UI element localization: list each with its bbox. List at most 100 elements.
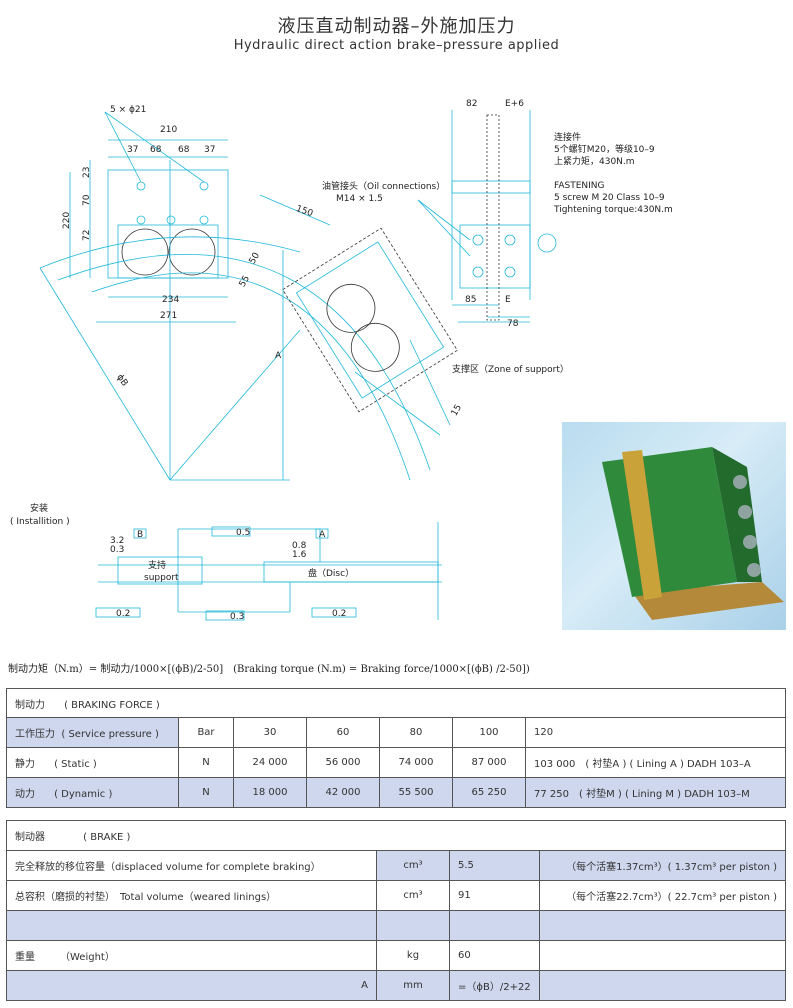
unit-cell: kg xyxy=(376,940,450,971)
roughness-08: 0.8 xyxy=(292,541,307,551)
table-row xyxy=(6,910,786,941)
roughness-32: 3.2 xyxy=(110,536,124,546)
dim-15: 15 xyxy=(450,403,464,418)
value-cell: 65 250 xyxy=(452,777,526,808)
unit-cell: N xyxy=(178,747,234,778)
dim-E: E xyxy=(505,295,511,305)
value-cell: 55 500 xyxy=(379,777,453,808)
braking-force-cn: 制动力 xyxy=(15,699,45,711)
value-cell: 24 000 xyxy=(233,747,307,778)
fastening-en-2: 5 screw M 20 Class 10–9 xyxy=(554,193,665,203)
value-cell: 87 000 xyxy=(452,747,526,778)
unit-cell: cm³ xyxy=(376,880,450,911)
dim-37b: 37 xyxy=(204,145,215,155)
side-view xyxy=(417,110,557,323)
parallel-a: 0.2 xyxy=(332,609,346,619)
value-cell: 103 000 ( 衬垫A ) ( Lining A ) DADH 103–A xyxy=(525,747,786,778)
value-cell: 74 000 xyxy=(379,747,453,778)
row-label: 完全释放的移位容量（displaced volume for complete … xyxy=(6,850,377,881)
roughness-03: 0.3 xyxy=(110,545,124,555)
product-photo xyxy=(562,422,786,630)
datum-a: A xyxy=(319,530,326,540)
table-row: 完全释放的移位容量（displaced volume for complete … xyxy=(6,850,786,881)
note-cell: （每个活塞1.37cm³）( 1.37cm³ per piston ) xyxy=(539,850,786,881)
roughness-16: 1.6 xyxy=(292,550,307,560)
brake-table: 制动器 ( BRAKE ) 完全释放的移位容量（displaced volume… xyxy=(6,820,786,1001)
brake-cn: 制动器 xyxy=(15,832,45,843)
value-cell: 120 xyxy=(525,717,786,748)
dim-holes: 5 × ϕ21 xyxy=(110,105,146,115)
row-label xyxy=(6,910,377,941)
install-en: ( Installition ) xyxy=(10,517,70,527)
fastening-cn-1: 连接件 xyxy=(554,131,581,143)
value-cell: 60 xyxy=(449,940,540,971)
dim-E6: E+6 xyxy=(505,99,524,109)
dim-68a: 68 xyxy=(150,145,162,155)
dim-234: 234 xyxy=(162,295,179,305)
dim-85: 85 xyxy=(465,295,476,305)
page-subtitle: Hydraulic direct action brake–pressure a… xyxy=(233,38,560,53)
unit-cell xyxy=(376,910,450,941)
dim-150: 150 xyxy=(295,204,315,219)
note-cell xyxy=(539,940,786,971)
dim-271: 271 xyxy=(160,311,177,321)
note-cell: （每个活塞22.7cm³）( 22.7cm³ per piston ) xyxy=(539,880,786,911)
table-row: 工作压力 ( Service pressure ) Bar 30 60 80 1… xyxy=(6,717,786,748)
unit-cell: N xyxy=(178,777,234,808)
dim-A: A xyxy=(275,351,282,361)
dim-78: 78 xyxy=(507,319,519,329)
parallel-b: 0.2 xyxy=(116,609,130,619)
value-cell: 30 xyxy=(233,717,307,748)
datum-b: B xyxy=(137,530,143,540)
row-label-en: ( Dynamic ) xyxy=(54,789,113,800)
oil-connections-label: 油管接头（Oil connections） xyxy=(322,180,445,192)
value-cell: 77 250 ( 衬垫M ) ( Lining M ) DADH 103–M xyxy=(525,777,786,808)
dim-82: 82 xyxy=(466,99,477,109)
note-cell xyxy=(539,910,786,941)
row-label-cn: 静力 xyxy=(15,759,35,770)
unit-cell: Bar xyxy=(178,717,234,748)
table-row: 动力 ( Dynamic ) N 18 000 42 000 55 500 65… xyxy=(6,777,786,808)
value-cell: 42 000 xyxy=(306,777,380,808)
dim-210: 210 xyxy=(160,125,177,135)
dim-23: 23 xyxy=(82,167,92,178)
brake-en: ( BRAKE ) xyxy=(83,832,131,843)
support-cn: 支持 xyxy=(148,559,166,571)
row-label: 总容积（磨损的衬垫） Total volume（weared linings） xyxy=(6,880,377,911)
unit-cell: mm xyxy=(376,970,450,1001)
fastening-cn-3: 上紧力矩，430N.m xyxy=(554,155,635,167)
dim-68b: 68 xyxy=(178,145,190,155)
value-cell: 56 000 xyxy=(306,747,380,778)
install-cn: 安装 xyxy=(30,502,48,514)
row-label-cn: 动力 xyxy=(15,789,35,800)
disc-label: 盘（Disc） xyxy=(308,567,354,579)
table-row: 静力 ( Static ) N 24 000 56 000 74 000 87 … xyxy=(6,747,786,778)
value-cell: 5.5 xyxy=(449,850,540,881)
value-cell: =（ϕB）/2+22 xyxy=(449,970,540,1001)
value-cell: 91 xyxy=(449,880,540,911)
table-row: 总容积（磨损的衬垫） Total volume（weared linings） … xyxy=(6,880,786,911)
dim-72: 72 xyxy=(82,230,92,241)
row-label: 重量 （Weight） xyxy=(6,940,377,971)
dim-50: 50 xyxy=(248,251,263,266)
support-en: support xyxy=(144,573,179,583)
value-cell xyxy=(449,910,540,941)
braking-force-en: ( BRAKING FORCE ) xyxy=(64,699,160,711)
row-label-en: ( Service pressure ) xyxy=(61,729,159,740)
value-cell: 18 000 xyxy=(233,777,307,808)
row-label-en: ( Static ) xyxy=(54,759,97,770)
dim-70: 70 xyxy=(82,194,92,206)
oil-thread-label: M14 × 1.5 xyxy=(336,194,383,204)
value-cell: 60 xyxy=(306,717,380,748)
table-row: A mm =（ϕB）/2+22 xyxy=(6,970,786,1001)
row-label-cn: 工作压力 xyxy=(15,729,55,740)
fastening-cn-2: 5个螺钉M20，等级10–9 xyxy=(554,143,655,155)
value-cell: 100 xyxy=(452,717,526,748)
row-label: A xyxy=(6,970,377,1001)
technical-drawing: 5 × ϕ21 210 37 68 68 37 23 70 72 220 234… xyxy=(10,99,673,622)
unit-cell: cm³ xyxy=(376,850,450,881)
braking-force-table: 制动力 ( BRAKING FORCE ) 工作压力 ( Service pre… xyxy=(6,688,786,808)
front-view xyxy=(39,111,431,481)
installation-diagram xyxy=(95,522,442,621)
value-cell: 80 xyxy=(379,717,453,748)
